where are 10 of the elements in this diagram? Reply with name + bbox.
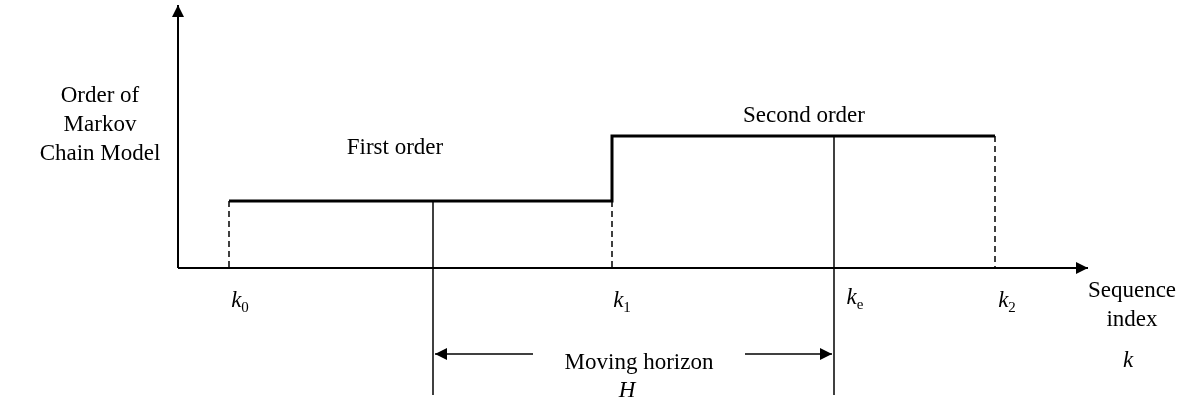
axis-symbol: k [1122, 346, 1134, 374]
axis-title: Order of Markov Chain Model [38, 81, 162, 167]
dimension-symbol: H [618, 376, 636, 404]
axis-title: Sequence index [1086, 276, 1178, 333]
region-label: First order [346, 133, 444, 161]
tick-label: k$_{1}$ [613, 286, 631, 317]
tick-label: k$_{2}$ [998, 286, 1016, 317]
tick-label: k$_{0}$ [231, 286, 249, 317]
tick-label: k$_{e}$ [846, 283, 864, 314]
region-label: Second order [743, 101, 865, 129]
